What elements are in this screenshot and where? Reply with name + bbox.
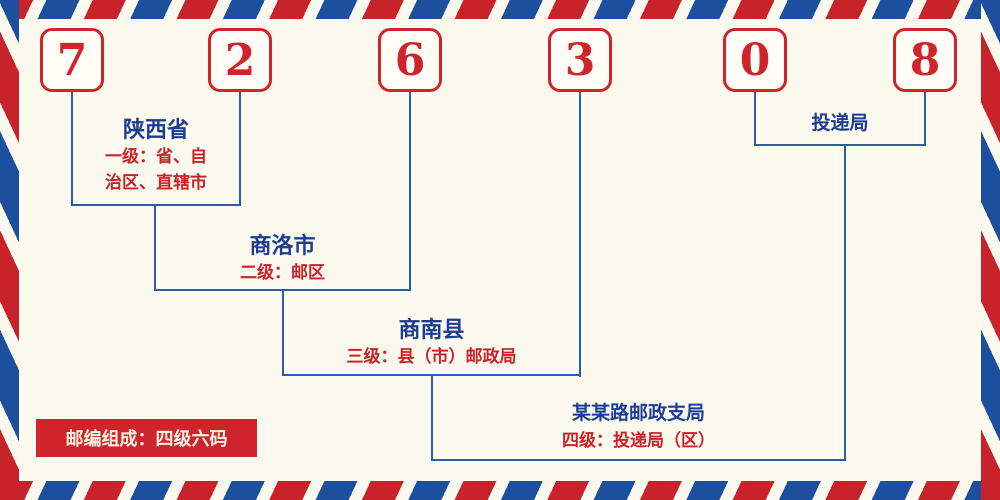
connector-line [924, 92, 926, 145]
postal-digit-4: 3 [564, 34, 596, 86]
postal-digit-box-4: 3 [548, 28, 612, 92]
level1-desc-line1: 一级：省、自 [105, 147, 207, 167]
composition-badge: 邮编组成：四级六码 [36, 419, 257, 457]
postal-digit-box-5: 0 [723, 28, 787, 92]
postal-digit-box-1: 7 [40, 28, 104, 92]
connector-line [409, 92, 411, 291]
connector-line [844, 144, 846, 461]
postal-digit-box-3: 6 [378, 28, 442, 92]
postal-digit-box-6: 8 [893, 28, 957, 92]
connector-line [754, 144, 926, 146]
level4-desc: 四级：投递局（区） [562, 431, 715, 451]
level3-desc: 三级：县（市）邮政局 [346, 347, 517, 367]
connector-line [71, 92, 73, 206]
level4-branch-name: 某某路邮政支局 [571, 402, 705, 424]
connector-line [71, 204, 241, 206]
delivery-bureau-label: 投递局 [811, 112, 869, 134]
connector-line [579, 92, 581, 377]
connector-line [239, 92, 241, 206]
airmail-border-left [0, 0, 19, 500]
connector-line [431, 459, 846, 461]
postal-digit-box-2: 2 [208, 28, 272, 92]
level1-desc: 一级：省、自 治区、直辖市 [72, 144, 240, 197]
postal-digit-1: 7 [56, 34, 88, 86]
level1-desc-line2: 治区、直辖市 [105, 173, 207, 194]
composition-badge-label: 邮编组成：四级六码 [65, 429, 228, 450]
level2-desc: 二级：邮区 [240, 263, 325, 283]
airmail-border-bottom [0, 481, 1000, 500]
level2-city-name: 商洛市 [249, 234, 316, 259]
postal-digit-6: 8 [909, 34, 941, 86]
connector-line [154, 204, 156, 291]
postal-digit-5: 0 [739, 34, 771, 86]
postal-digit-2: 2 [224, 34, 256, 86]
airmail-border-top [0, 0, 1000, 19]
connector-line [431, 374, 433, 461]
postal-digit-3: 6 [394, 34, 426, 86]
connector-line [282, 289, 284, 376]
airmail-border-right [981, 0, 1000, 500]
level3-county-name: 商南县 [398, 318, 465, 343]
connector-line [754, 92, 756, 145]
level1-province-name: 陕西省 [122, 118, 189, 143]
